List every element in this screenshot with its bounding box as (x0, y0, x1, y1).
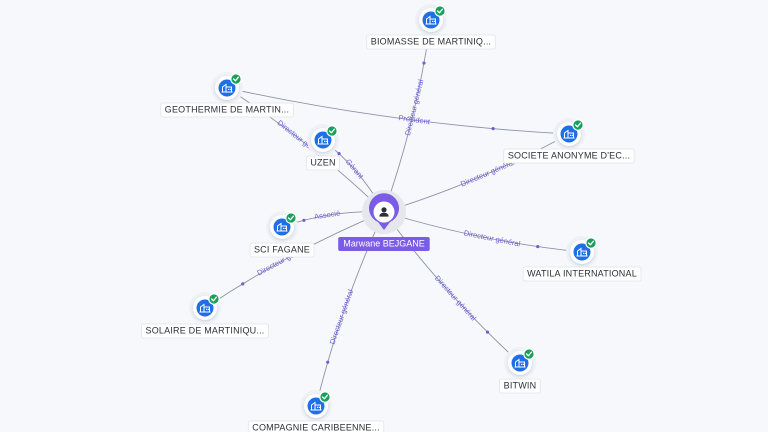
building-icon (563, 129, 575, 139)
company-node-solaire[interactable]: SOLAIRE DE MARTINIQU... (141, 292, 269, 339)
company-node-uzen[interactable]: UZEN (305, 124, 340, 171)
person-node-center[interactable]: Marwane BEJGANE (338, 190, 430, 251)
company-name: UZEN (310, 157, 335, 167)
company-name: COMPAGNIE CARIBEENNE... (252, 422, 379, 432)
company-label[interactable]: WATILA INTERNATIONAL (522, 266, 642, 282)
building-icon (514, 358, 526, 368)
company-name: BIOMASSE DE MARTINIQ... (371, 36, 491, 46)
edge-geothermie-societe[interactable]: Président (226, 87, 570, 135)
building-icon (317, 135, 329, 145)
building-icon (199, 303, 211, 313)
verified-check-icon (523, 348, 535, 360)
company-name: SCI FAGANE (254, 244, 310, 254)
company-label[interactable]: BIOMASSE DE MARTINIQ... (366, 34, 496, 50)
company-node-compagnie[interactable]: COMPAGNIE CARIBEENNE... (247, 390, 385, 432)
company-name: WATILA INTERNATIONAL (527, 268, 637, 278)
verified-check-icon (230, 73, 242, 85)
edge-label: Directeur général (403, 78, 426, 136)
label-box (160, 102, 294, 118)
edge-arrow-dot (337, 152, 341, 156)
label-box (366, 34, 496, 50)
company-node-geothermie[interactable]: GEOTHERMIE DE MARTIN... (160, 72, 294, 118)
edge-arrow-dot (422, 61, 426, 65)
company-label[interactable]: COMPAGNIE CARIBEENNE... (247, 420, 385, 432)
company-label[interactable]: UZEN (305, 155, 340, 171)
company-label[interactable]: BITWIN (499, 378, 541, 394)
company-node-societe[interactable]: SOCIETE ANONYME D'EC... (503, 118, 635, 164)
edge-line (226, 87, 570, 135)
building-icon (221, 83, 233, 93)
edge-arrow-dot (485, 330, 490, 334)
company-node-biomasse[interactable]: BIOMASSE DE MARTINIQ... (366, 4, 496, 50)
label-box (499, 378, 541, 394)
verified-check-icon (285, 212, 297, 224)
company-label[interactable]: SCI FAGANE (249, 242, 315, 258)
edge-label: Associé (313, 208, 340, 221)
verified-check-icon (326, 125, 338, 137)
company-node-bitwin[interactable]: BITWIN (499, 347, 541, 394)
edge-line (315, 211, 385, 407)
edge-center-societe[interactable]: Directeur général (383, 133, 570, 213)
edge-arrow-dot (302, 218, 306, 222)
verified-check-icon (572, 119, 584, 131)
edge-arrow-dot (326, 360, 330, 364)
label-box (247, 420, 385, 432)
building-icon (425, 15, 437, 25)
center-label-box (338, 237, 430, 251)
building-icon (276, 222, 288, 232)
company-node-sci[interactable]: SCI FAGANE (249, 211, 315, 258)
company-label[interactable]: GEOTHERMIE DE MARTIN... (160, 102, 294, 118)
center-label[interactable]: Marwane BEJGANE (338, 237, 430, 251)
edge-label: Directeur général (463, 228, 521, 248)
verified-check-icon (208, 293, 220, 305)
company-name: SOCIETE ANONYME D'EC... (508, 150, 630, 160)
edge-arrow-dot (491, 127, 495, 131)
nodes-layer: BIOMASSE DE MARTINIQ... GEOTHERMIE DE MAR… (141, 4, 642, 432)
edge-label: Directeur général (433, 274, 478, 323)
company-name: SOLAIRE DE MARTINIQU... (146, 325, 265, 335)
company-label[interactable]: SOCIETE ANONYME D'EC... (503, 148, 635, 164)
person-icon (379, 207, 389, 217)
edge-line (383, 211, 521, 364)
verified-check-icon (319, 391, 331, 403)
label-box (522, 266, 642, 282)
company-label[interactable]: SOLAIRE DE MARTINIQU... (141, 323, 269, 339)
company-name: GEOTHERMIE DE MARTIN... (165, 104, 289, 114)
edge-line (383, 133, 570, 213)
company-name: BITWIN (504, 380, 537, 390)
label-box (141, 323, 269, 339)
edge-arrow-dot (241, 282, 245, 286)
building-icon (576, 247, 588, 257)
company-node-watila[interactable]: WATILA INTERNATIONAL (522, 236, 642, 282)
verified-check-icon (434, 5, 446, 17)
edge-label: Président (398, 113, 432, 126)
building-icon (310, 401, 322, 411)
edge-line (383, 211, 583, 253)
person-name: Marwane BEJGANE (343, 238, 425, 248)
label-box (249, 242, 315, 258)
edge-label: Directeur général (328, 288, 356, 346)
label-box (305, 155, 340, 171)
label-box (503, 148, 635, 164)
verified-check-icon (585, 237, 597, 249)
edge-arrow-dot (536, 244, 540, 249)
